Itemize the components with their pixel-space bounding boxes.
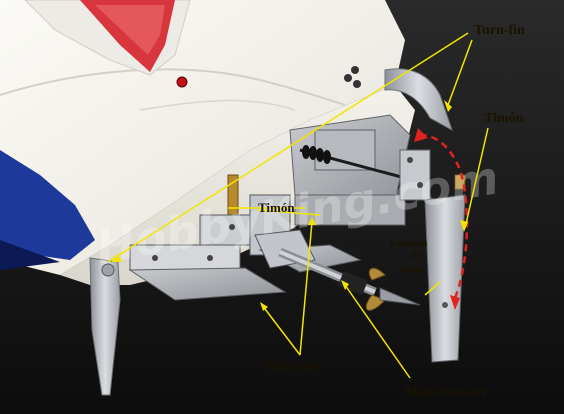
- trim-tab-brackets: [129, 194, 291, 271]
- annotation-lines: [107, 32, 489, 379]
- rudder-arrow-head-top: [414, 128, 428, 142]
- shaft-bracket: [254, 229, 377, 297]
- steering-mechanism: [289, 114, 466, 226]
- rudder-arrow-head-bottom: [450, 295, 460, 310]
- label-water-inlet-1: Entrada: [390, 238, 428, 249]
- label-water-inlet-2: de: [410, 251, 421, 262]
- red-knob: [176, 76, 188, 88]
- rudder-motion-arrow: [419, 133, 469, 299]
- label-trim-tabs: Trim-tabs: [262, 359, 322, 374]
- propeller: [365, 267, 421, 311]
- turn-fin-right: [384, 68, 453, 132]
- label-turn-fin: Turn-fin: [474, 23, 525, 38]
- label-water-inlet-3: agua: [402, 264, 424, 275]
- label-timon-left: Timón: [258, 200, 295, 215]
- label-timon-right: Timón: [484, 111, 524, 126]
- rudder: [424, 194, 466, 363]
- transom-vents: [344, 66, 361, 88]
- hull-blue-stripe: [0, 150, 95, 260]
- label-shaft-bracket: Shaft bracket: [405, 385, 487, 400]
- cockpit-canopy: [24, 0, 191, 88]
